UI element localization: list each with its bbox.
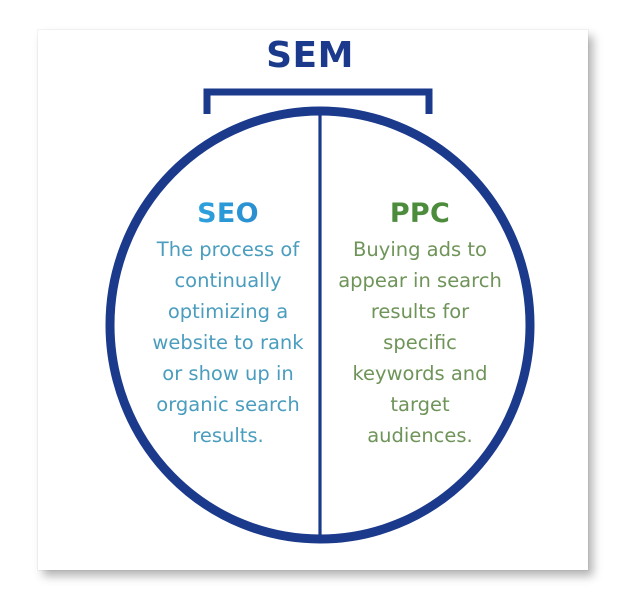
sem-bracket-icon <box>203 88 433 114</box>
ppc-description: Buying ads to appear in search results f… <box>338 238 502 448</box>
ppc-heading: PPC <box>389 198 451 229</box>
seo-half-panel: SEO The process of continually optimizin… <box>144 199 312 451</box>
white-card-background <box>38 30 588 570</box>
seo-heading: SEO <box>144 199 312 228</box>
ppc-half-panel: PPC Buying ads to appear in search resul… <box>336 198 504 451</box>
sem-circle-outline <box>105 106 535 544</box>
sem-title: SEM <box>266 35 354 76</box>
seo-description: The process of continually optimizing a … <box>152 238 304 448</box>
